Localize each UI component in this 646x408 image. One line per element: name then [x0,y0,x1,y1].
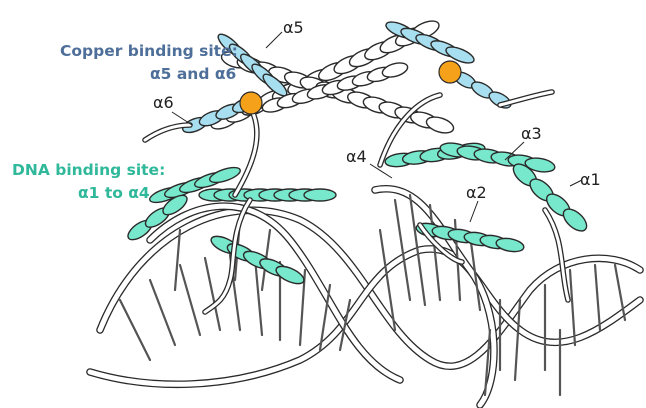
base-pair [120,300,150,360]
helix-turn [274,263,307,287]
dna-site-helices: α1 to α4 [78,186,150,202]
base-pair [395,200,410,300]
helix-label-a3: α3 [521,126,542,142]
helix-turn [208,165,242,186]
copper-site-helices: α5 and α6 [150,67,236,83]
helix-turn [381,60,409,79]
helix-label-a6: α6 [153,95,174,111]
copper-atom-right [439,61,461,83]
dna-site-title: DNA binding site: [12,163,165,179]
base-pair [180,265,200,335]
copper-site-title: Copper binding site: [60,44,238,60]
helix-label-a5: α5 [283,20,304,36]
helix-label-a4: α4 [346,149,367,165]
helix-label-a1: α1 [580,172,601,188]
dna-double-helix [90,189,640,405]
leader-line [470,201,478,222]
base-pair [570,270,575,345]
copper-atom-left [240,92,262,114]
base-pair [205,258,220,330]
helix-a3-left [199,189,336,201]
base-pair [595,265,600,330]
base-pair [255,258,262,335]
coil-5 [545,210,568,300]
helix-turn [304,189,336,201]
base-pair [175,230,180,290]
helix-turn [495,236,525,253]
leader-line [266,32,282,48]
helix-turn [425,114,456,136]
helix-label-a2: α2 [466,185,487,201]
base-pair [150,280,175,345]
